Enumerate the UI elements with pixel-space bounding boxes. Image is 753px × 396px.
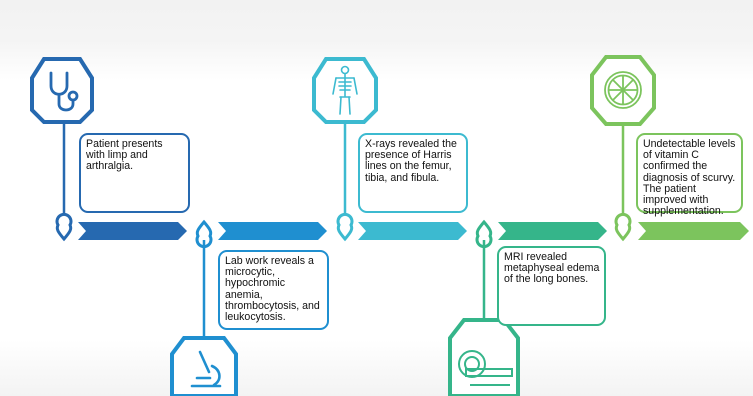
timeline-arrow-4 [498,222,607,240]
mri-scanner-icon [458,350,513,386]
step-5-card: Undetectable levels of vitamin C confirm… [636,133,743,217]
step-2-marker [170,219,238,396]
step-4-text: MRI revealed metaphyseal edema of the lo… [504,251,600,286]
step-3-text: X-rays revealed the presence of Harris l… [365,138,457,184]
timeline-arrow-3 [358,222,467,240]
step-3-card: X-rays revealed the presence of Harris l… [358,133,468,213]
skeleton-icon [332,65,358,115]
timeline-arrow-1 [78,222,187,240]
timeline-arrow-5 [638,222,749,240]
step-1-marker [30,57,94,242]
step-2-text: Lab work reveals a microcytic, hypochrom… [225,255,320,324]
stethoscope-icon [49,71,79,112]
timeline-arrow-2 [218,222,327,240]
step-5-text: Undetectable levels of vitamin C confirm… [643,138,736,218]
step-2-card: Lab work reveals a microcytic, hypochrom… [218,250,329,330]
citrus-slice-icon [604,71,642,109]
step-1-text: Patient presents with limp and arthralgi… [86,138,163,173]
step-1-card: Patient presents with limp and arthralgi… [79,133,190,213]
step-4-card: MRI revealed metaphyseal edema of the lo… [497,246,606,326]
microscope-icon [190,350,222,388]
